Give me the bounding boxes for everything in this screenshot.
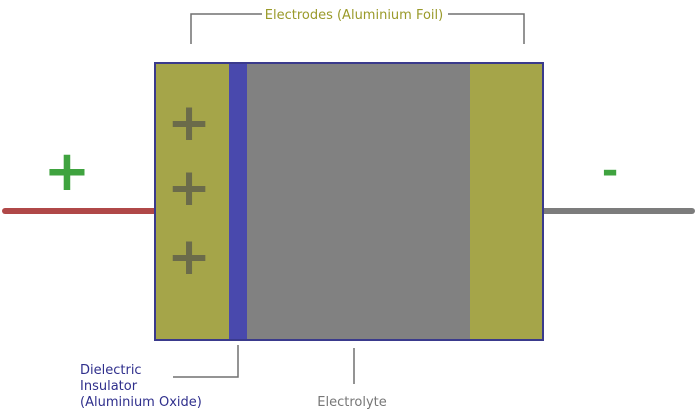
charge-plus-1: + bbox=[167, 93, 211, 153]
electrodes-bracket-right bbox=[448, 13, 525, 44]
charge-plus-3: + bbox=[167, 227, 211, 287]
left-electrode bbox=[155, 63, 229, 340]
dielectric-label-line2: Insulator bbox=[80, 379, 138, 394]
electrodes-label: Electrodes (Aluminium Foil) bbox=[265, 8, 443, 23]
capacitor-outline bbox=[154, 62, 544, 341]
negative-terminal-symbol: - bbox=[602, 148, 619, 194]
electrolyte-region bbox=[247, 63, 470, 340]
dielectric-pointer bbox=[173, 345, 239, 378]
charge-plus-2: + bbox=[167, 158, 211, 218]
electrodes-bracket bbox=[190, 13, 262, 44]
positive-terminal-symbol: + bbox=[44, 139, 91, 204]
dielectric-layer bbox=[229, 63, 247, 340]
electrolyte-label: Electrolyte bbox=[317, 395, 386, 410]
right-electrode bbox=[470, 63, 543, 340]
dielectric-label-line1: Dielectric bbox=[80, 363, 142, 378]
dielectric-label-line3: (Aluminium Oxide) bbox=[80, 395, 202, 410]
